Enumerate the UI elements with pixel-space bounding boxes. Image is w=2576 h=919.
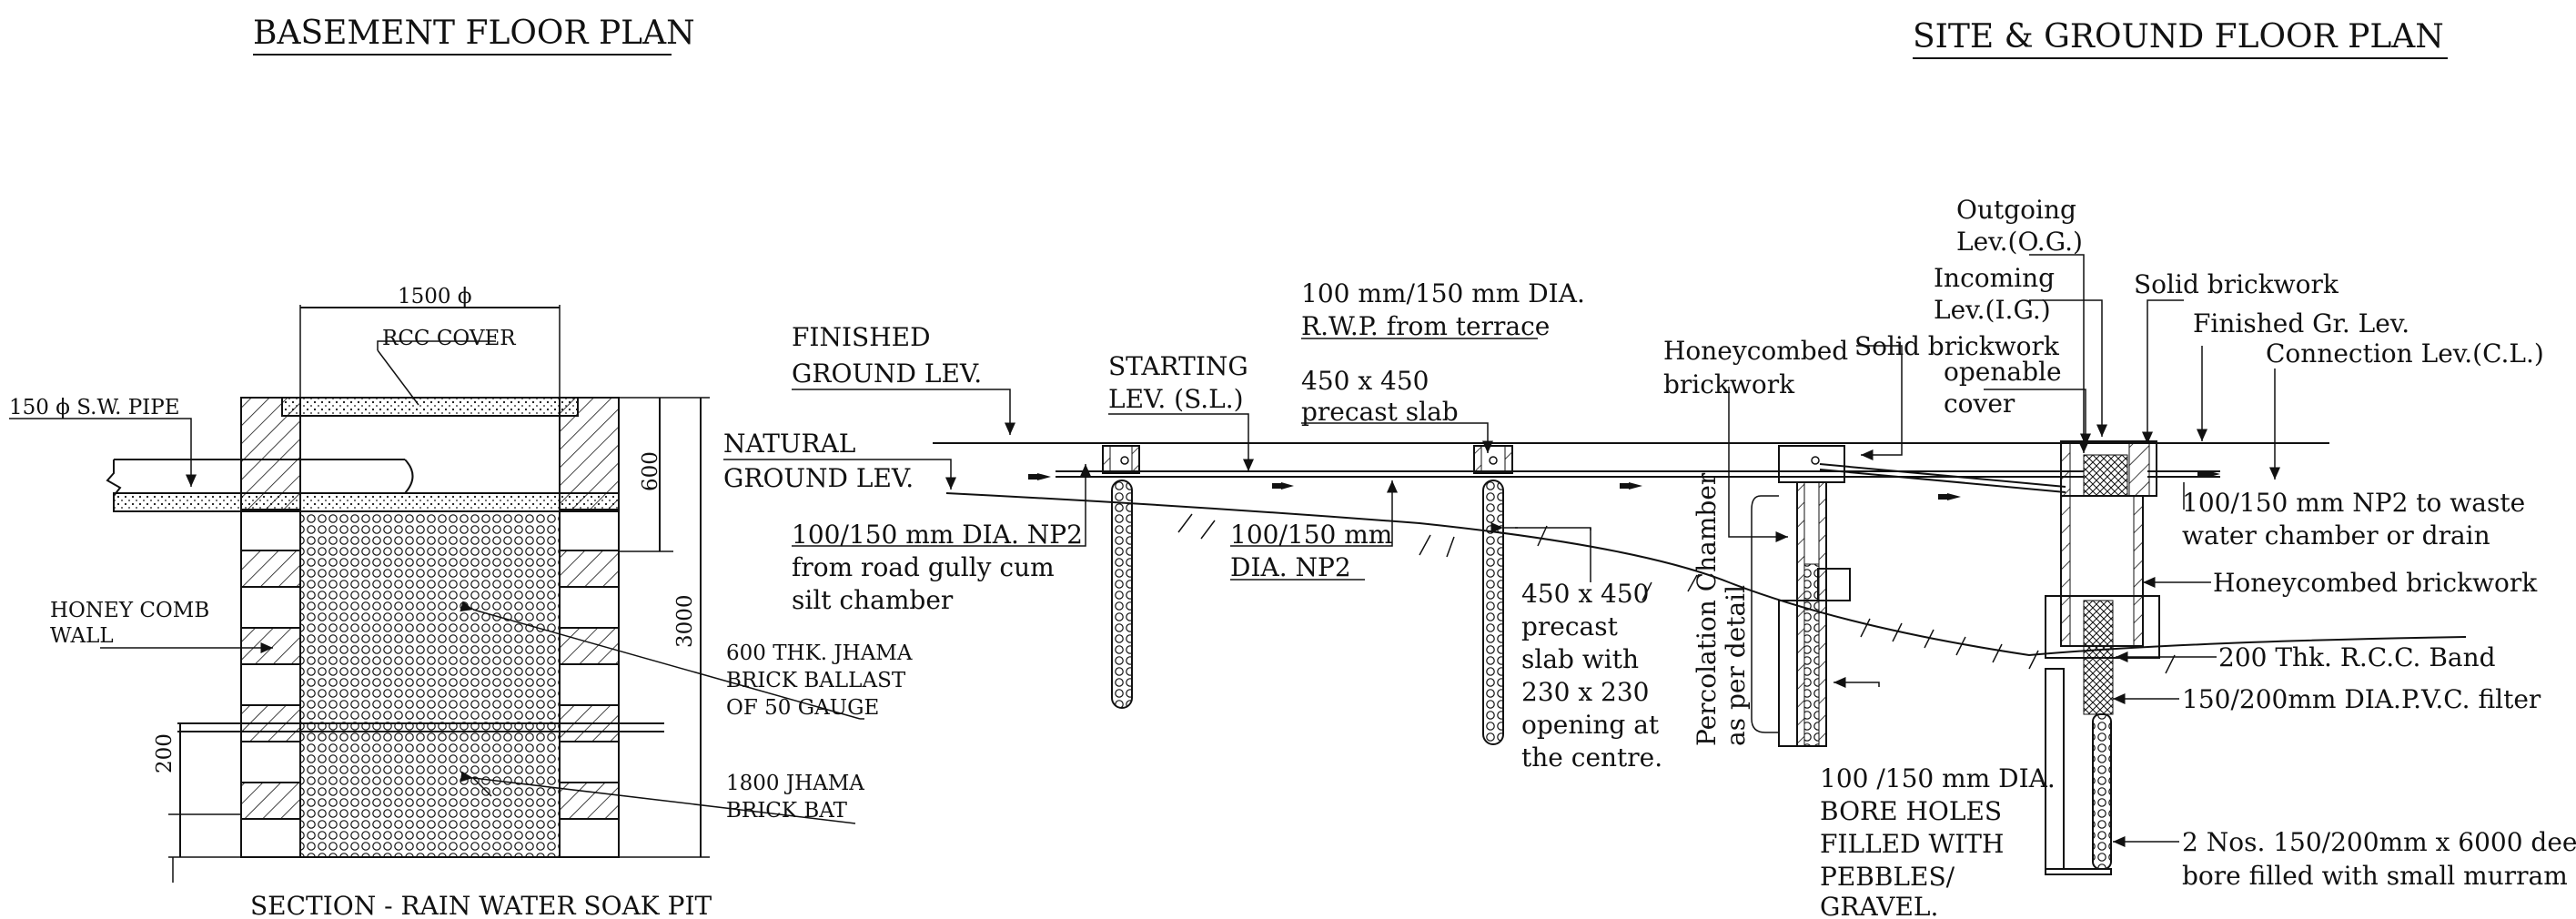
title-site: SITE & GROUND FLOOR PLAN (1913, 18, 2444, 56)
finished-gr-lev-label: Finished Gr. Lev. (2193, 308, 2409, 338)
incoming-label-2: Lev.(I.G.) (1934, 295, 2051, 325)
ballast-label-2: BRICK BALLAST (726, 669, 906, 692)
svg-text:FILLED WITH: FILLED WITH (1820, 829, 2004, 859)
honey-comb-label-2: WALL (50, 624, 114, 648)
honeycombed-label-3: Honeycombed brickwork (2213, 568, 2538, 598)
svg-text:BORE HOLES: BORE HOLES (1820, 796, 2002, 826)
honeycombed-label-2: brickwork (1663, 369, 1795, 399)
slab-label: 450 x 450 (1301, 366, 1429, 396)
ballast-label-3: OF 50 GAUGE (726, 696, 879, 720)
openable-label: openable (1944, 357, 2062, 387)
honey-comb-label: HONEY COMB (50, 599, 209, 622)
ballast-label-1: 600 THK. JHAMA (726, 641, 913, 665)
svg-text:450 x 450: 450 x 450 (1521, 579, 1649, 609)
finished-ground-label-2: GROUND LEV. (792, 359, 982, 389)
np2-label: 100/150 mm DIA. NP2 (792, 520, 1083, 550)
solid-brickwork-label-2: Solid brickwork (2134, 269, 2339, 299)
svg-text:the centre.: the centre. (1521, 742, 1662, 773)
soak-pit-section (9, 305, 864, 883)
incoming-label: Incoming (1934, 263, 2055, 293)
np2-label-2: from road gully cum (792, 552, 1055, 582)
svg-text:GRAVEL.: GRAVEL. (1820, 892, 1938, 919)
bore-label: 2 Nos. 150/200mm x 6000 deep (2182, 827, 2576, 857)
soak-pit-dim-1500: 1500 ϕ (398, 285, 472, 308)
waste-label: 100/150 mm NP2 to waste (2182, 488, 2525, 518)
percolation-label-2: as per detail (1721, 585, 1751, 746)
rwp-label-2: R.W.P. from terrace (1301, 311, 1550, 341)
bore-holes-label: 100 /150 mm DIA. BORE HOLES FILLED WITH … (1820, 763, 2056, 919)
dim-3000: 3000 (673, 594, 697, 648)
np2b-label: 100/150 mm (1230, 520, 1392, 550)
np2b-label-2: DIA. NP2 (1230, 552, 1351, 582)
honeycombed-label: Honeycombed (1663, 336, 1848, 366)
natural-ground-label: NATURAL (723, 429, 855, 459)
rwp-label: 100 mm/150 mm DIA. (1301, 278, 1585, 308)
pvc-filter-label: 150/200mm DIA.P.V.C. filter (2182, 684, 2541, 714)
brickbat-label-1: 1800 JHAMA (726, 772, 864, 795)
title-section: SECTION - RAIN WATER SOAK PIT (250, 891, 712, 919)
np2-label-3: silt chamber (792, 585, 954, 615)
dim-600: 600 (639, 451, 662, 491)
dim-200: 200 (153, 733, 177, 773)
svg-text:opening at: opening at (1521, 710, 1660, 740)
starting-lev-label-2: LEV. (S.L.) (1108, 384, 1244, 414)
connection-lev-label: Connection Lev.(C.L.) (2266, 338, 2544, 369)
outgoing-label: Outgoing (1956, 195, 2076, 225)
svg-text:PEBBLES/: PEBBLES/ (1820, 862, 1955, 892)
openable-label-2: cover (1944, 389, 2015, 419)
slab-label-2: precast slab (1301, 397, 1459, 427)
starting-lev-label: STARTING (1108, 351, 1248, 381)
svg-text:precast: precast (1521, 611, 1619, 641)
percolation-label: Percolation Chamber (1692, 472, 1722, 746)
solid-brickwork-label: Solid brickwork (1854, 331, 2060, 361)
recharge-section (723, 254, 2467, 875)
rcc-cover-label: RCC COVER (382, 327, 516, 350)
svg-text:100 /150 mm DIA.: 100 /150 mm DIA. (1820, 763, 2056, 793)
waste-label-2: water chamber or drain (2182, 520, 2490, 550)
outgoing-label-2: Lev.(O.G.) (1956, 227, 2083, 257)
title-basement: BASEMENT FLOOR PLAN (253, 15, 695, 52)
rcc-band-label: 200 Thk. R.C.C. Band (2218, 642, 2496, 672)
bore-label-2: bore filled with small murram (2182, 861, 2568, 891)
svg-text:230 x 230: 230 x 230 (1521, 677, 1649, 707)
brickbat-label-2: BRICK BAT (726, 799, 848, 823)
finished-ground-label: FINISHED (792, 322, 931, 352)
svg-text:slab with: slab with (1521, 644, 1639, 674)
slab-opening-label: 450 x 450 precast slab with 230 x 230 op… (1521, 579, 1662, 773)
sw-pipe-label: 150 ϕ S.W. PIPE (9, 396, 180, 419)
natural-ground-label-2: GROUND LEV. (723, 463, 914, 493)
